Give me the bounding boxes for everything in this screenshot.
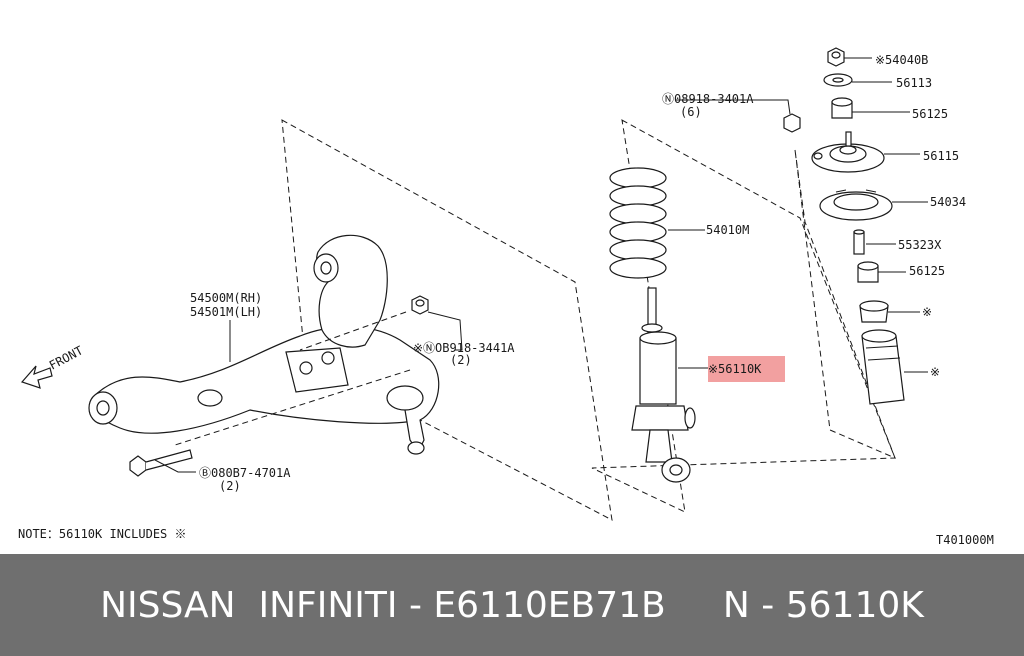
bump-stop-mark: ※ bbox=[922, 305, 932, 319]
arm-lh-label: 54501M(LH) bbox=[190, 305, 262, 319]
top-nut-icon bbox=[783, 113, 801, 133]
shock-label[interactable]: ※56110K bbox=[708, 362, 762, 376]
shock-highlight-box[interactable] bbox=[708, 356, 785, 382]
p56115-label: 56115 bbox=[923, 149, 959, 163]
top-nut-qty-label: (6) bbox=[680, 105, 702, 119]
lower-bushing-icon bbox=[857, 261, 879, 283]
upper-bushing-icon bbox=[831, 97, 853, 119]
top-nut-code-label: Ⓝ08918-3401A bbox=[662, 92, 754, 106]
bolt-icon bbox=[129, 449, 193, 477]
diagram-code: T401000M bbox=[936, 533, 994, 547]
p54034-label: 54034 bbox=[930, 195, 966, 209]
p54040b-label: ※54040B bbox=[875, 53, 928, 67]
arm-nut-qty-label: (2) bbox=[450, 353, 472, 367]
bump-stop-icon bbox=[859, 300, 889, 323]
front-label: FRONT bbox=[47, 343, 85, 372]
lower-control-arm-icon bbox=[88, 234, 440, 455]
footer-bar: NISSAN INFINITI - E6110EB71B N - 56110K bbox=[0, 554, 1024, 656]
parts-diagram: FRONT 54500M(RH) 54501M(LH) ※ⓃOB918-3441… bbox=[18, 47, 994, 547]
front-arrow-icon: FRONT bbox=[20, 343, 85, 389]
spring-label: 54010M bbox=[706, 223, 749, 237]
footer-text: NISSAN INFINITI - E6110EB71B N - 56110K bbox=[100, 584, 924, 626]
arm-rh-label: 54500M(RH) bbox=[190, 291, 262, 305]
bolt-code-label: Ⓑ080B7-4701A bbox=[199, 466, 291, 480]
arm-group-outline bbox=[281, 119, 613, 521]
dust-boot-icon bbox=[861, 329, 905, 405]
arm-nut-icon bbox=[411, 295, 429, 315]
p56113-label: 56113 bbox=[896, 76, 932, 90]
washer-icon bbox=[823, 73, 853, 87]
dust-boot-mark: ※ bbox=[930, 365, 940, 379]
spring-seat-icon bbox=[819, 189, 893, 221]
p55323x-label: 55323X bbox=[898, 238, 942, 252]
note-text: NOTE：56110K INCLUDES ※ bbox=[18, 527, 187, 541]
p56125-top-label: 56125 bbox=[912, 107, 948, 121]
strut-group-outline bbox=[591, 119, 896, 513]
strut-mount-icon bbox=[811, 131, 885, 173]
coil-spring-icon bbox=[609, 167, 667, 279]
top-mount-nut-icon bbox=[827, 47, 845, 67]
sleeve-icon bbox=[853, 229, 865, 255]
arm-nut-code-label: ※ⓃOB918-3441A bbox=[413, 341, 515, 355]
mount-group-outline bbox=[794, 149, 896, 459]
shock-absorber-icon bbox=[631, 287, 696, 483]
bolt-qty-label: (2) bbox=[219, 479, 241, 493]
p56125-low-label: 56125 bbox=[909, 264, 945, 278]
